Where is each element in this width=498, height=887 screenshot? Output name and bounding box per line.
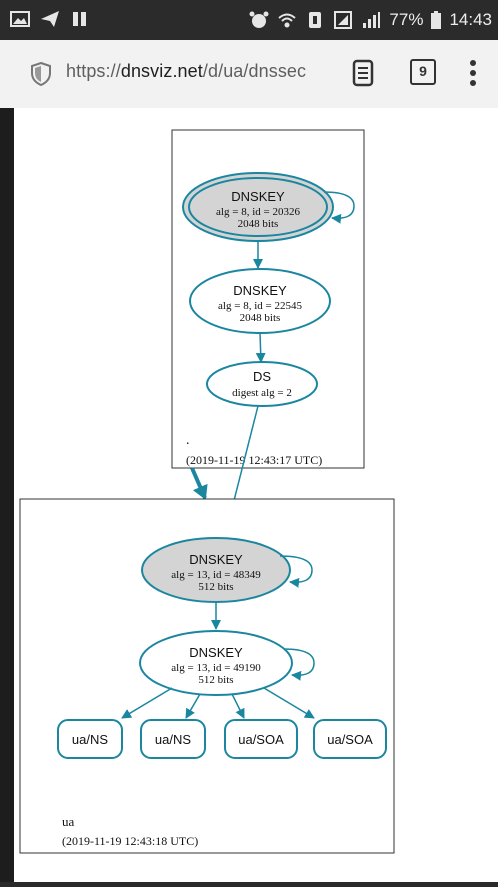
send-icon	[41, 11, 59, 27]
root-ksk-line2: 2048 bits	[238, 218, 279, 230]
ua-zsk-line1: alg = 13, id = 49190	[171, 662, 261, 674]
ua-ksk-self-edge	[279, 555, 313, 588]
record-node[interactable]: ua/SOA	[224, 719, 298, 759]
zsk-to-record-3-edge	[231, 693, 245, 719]
battery-icon	[431, 11, 442, 29]
ds-node[interactable]: DS digest alg = 2	[206, 361, 318, 407]
root-zone-timestamp: (2019-11-19 12:43:17 UTC)	[186, 453, 322, 467]
root-ksk-title: DNSKEY	[231, 189, 285, 204]
web-page[interactable]: . (2019-11-19 12:43:17 UTC) DNSKEY alg =…	[14, 108, 498, 882]
wifi-icon	[278, 13, 297, 28]
clock: 14:43	[449, 10, 492, 29]
shield-icon[interactable]	[30, 62, 52, 86]
ua-zsk-line2: 512 bits	[198, 674, 233, 686]
ua-zsk-self-edge	[283, 648, 315, 681]
zsk-to-record-4-edge	[263, 687, 315, 719]
battery-percent: 77%	[389, 10, 424, 29]
pause-icon	[73, 12, 86, 26]
record-node[interactable]: ua/NS	[140, 719, 206, 759]
ds-title: DS	[253, 369, 271, 384]
record-label: ua/NS	[155, 732, 191, 747]
alarm-icon	[249, 11, 269, 28]
ua-ksk-line1: alg = 13, id = 48349	[171, 569, 261, 581]
status-bar: 77% 14:43	[0, 0, 498, 40]
page-left-edge	[0, 108, 14, 882]
tab-count-button[interactable]: 9	[410, 59, 436, 85]
url-path: /d/ua/dnssec	[202, 61, 307, 81]
root-ksk-self-edge	[323, 191, 355, 224]
root-ksk-line1: alg = 8, id = 20326	[216, 206, 300, 218]
ua-ksk-title: DNSKEY	[189, 552, 243, 567]
delegation-edge	[190, 467, 208, 500]
root-zsk-node[interactable]: DNSKEY alg = 8, id = 22545 2048 bits	[189, 268, 331, 334]
root-zsk-title: DNSKEY	[233, 283, 287, 298]
url-scheme: https://	[66, 61, 121, 81]
record-node[interactable]: ua/NS	[57, 719, 123, 759]
dnssec-graph: . (2019-11-19 12:43:17 UTC) DNSKEY alg =…	[19, 129, 395, 854]
more-menu-icon[interactable]	[468, 58, 478, 88]
root-zsk-to-ds-edge	[255, 332, 266, 363]
gallery-icon	[10, 11, 30, 27]
root-zone-label: .	[186, 433, 190, 448]
ds-line1: digest alg = 2	[232, 387, 292, 399]
signal-bars-icon	[363, 12, 381, 28]
record-label: ua/NS	[72, 732, 108, 747]
ua-zsk-node[interactable]: DNSKEY alg = 13, id = 49190 512 bits	[139, 630, 293, 696]
ua-ksk-line2: 512 bits	[198, 581, 233, 593]
ua-zone-label: ua	[62, 814, 75, 829]
signal-box-icon	[334, 11, 353, 29]
record-label: ua/SOA	[327, 732, 373, 747]
root-ksk-node[interactable]: DNSKEY alg = 8, id = 20326 2048 bits	[182, 172, 334, 242]
sim-icon	[309, 12, 322, 28]
record-node[interactable]: ua/SOA	[313, 719, 387, 759]
browser-toolbar: https://dnsviz.net/d/ua/dnssec 9	[0, 40, 498, 109]
zsk-to-record-1-edge	[121, 687, 173, 719]
ua-zone-timestamp: (2019-11-19 12:43:18 UTC)	[62, 834, 198, 848]
root-zsk-line2: 2048 bits	[240, 312, 281, 324]
reader-mode-icon[interactable]	[352, 59, 374, 87]
root-zsk-line1: alg = 8, id = 22545	[218, 300, 302, 312]
record-label: ua/SOA	[238, 732, 284, 747]
url-host: dnsviz.net	[120, 61, 203, 81]
url-bar[interactable]: https://dnsviz.net/d/ua/dnssec	[66, 61, 306, 82]
zsk-to-record-2-edge	[185, 693, 201, 719]
ua-zsk-title: DNSKEY	[189, 645, 243, 660]
ua-ksk-node[interactable]: DNSKEY alg = 13, id = 48349 512 bits	[141, 537, 291, 603]
